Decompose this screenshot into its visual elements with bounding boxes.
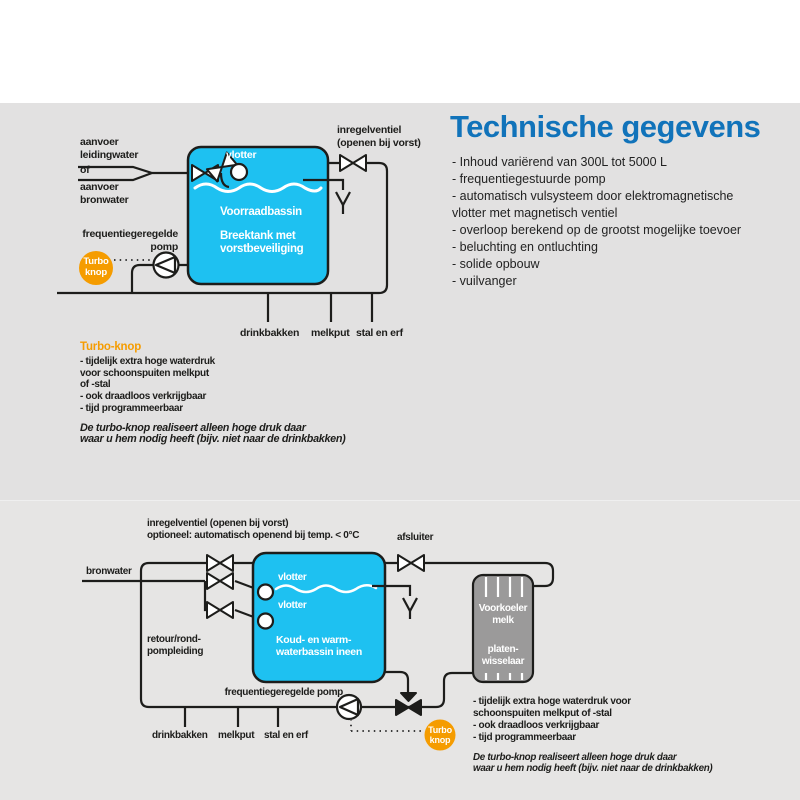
pump-icon [152,251,180,279]
tank-title: Koud- en warm- waterbassin ineen [276,634,362,658]
turbo-button-label: Turbo knop [83,256,109,278]
cooler-supply-pipe [385,561,555,588]
outlet-label-drinkbakken: drinkbakken [240,327,300,339]
regulating-valve-icon [339,154,367,172]
overflow-arrow-icon [303,178,351,214]
turbo-section-note: De turbo-knop realiseert alleen hoge dru… [80,422,346,446]
pump-label: frequentiegeregelde pomp [82,228,178,253]
inlet-valve-2-icon [206,572,234,590]
tank-subtitle: Breektank met vorstbeveiliging [220,230,304,255]
pump-label: frequentiegeregelde pomp [224,687,344,698]
cooler-label-bottom: platen- wisselaar [481,644,525,667]
float-ball-icon [256,612,275,630]
outlet-drops [266,293,374,322]
shutoff-valve-label: afsluiter [397,532,434,543]
outlet-drops [183,707,280,727]
tech-specs-list: - Inhoud variërend van 300L tot 5000 L -… [452,155,742,288]
top-panel-background [0,103,800,500]
turbo-button-label: Turbo knop [428,725,452,745]
overflow-arrow-icon [372,584,418,619]
tank-title: Voorraadbassin [220,206,302,218]
outlet-label-melkput: melkput [311,327,350,339]
inlet-top-label: aanvoer leidingwater [80,136,139,161]
main-loop-pipe [139,561,473,709]
dotted-link [350,719,423,732]
bottom-panel-background [0,500,800,800]
water-line [193,182,323,193]
shutoff-valve-icon [397,554,425,572]
pump-icon [335,693,363,721]
inlet-or-label: of [80,164,90,176]
water-line [274,584,378,594]
float-valve-icon [191,151,249,189]
three-way-valve-icon [395,692,422,716]
source-label: bronwater [86,566,132,577]
bottom-diagram [82,551,555,751]
outlet-label-drinkbakken: drinkbakken [152,730,208,741]
float1-label: vlotter [278,572,307,583]
page-title: Technische gegevens [450,109,761,144]
inlet-valve-1-icon [206,554,234,572]
tank-drain-pipe [385,670,410,693]
float-ball-icon [229,162,249,182]
cooler-label-top: Voorkoeler melk [478,603,528,626]
inlet-valve-3-icon [206,601,234,619]
float-ball-icon [256,583,275,601]
turbo-feature-list: - tijdelijk extra hoge waterdruk voor sc… [473,696,631,743]
outlet-loop-pipe [57,161,389,295]
turbo-section-heading: Turbo-knop [80,341,142,353]
float2-label: vlotter [278,600,307,611]
turbo-button [79,251,113,285]
float-label: vlotter [226,149,257,161]
top-diagram [57,145,389,322]
inlet-bottom-label: aanvoer bronwater [80,181,129,206]
outlet-label-stal-en-erf: stal en erf [264,730,308,741]
turbo-note: De turbo-knop realiseert alleen hoge dru… [473,752,713,774]
pump-pipe [130,263,189,293]
regulating-valve-label: inregelventiel (openen bij vorst) [337,124,421,149]
regulating-valve-label: inregelventiel (openen bij vorst) option… [147,518,360,541]
outlet-label-stal-en-erf: stal en erf [356,327,403,339]
supply-funnel-pipe [78,165,192,182]
outlet-label-melkput: melkput [218,730,255,741]
return-pipe-label: retour/rond- pompleiding [147,634,204,657]
milk-precooler-box [471,573,535,684]
source-feed-pipe [82,579,260,621]
turbo-section-list: - tijdelijk extra hoge waterdruk voor sc… [80,356,215,414]
turbo-button [424,719,456,751]
